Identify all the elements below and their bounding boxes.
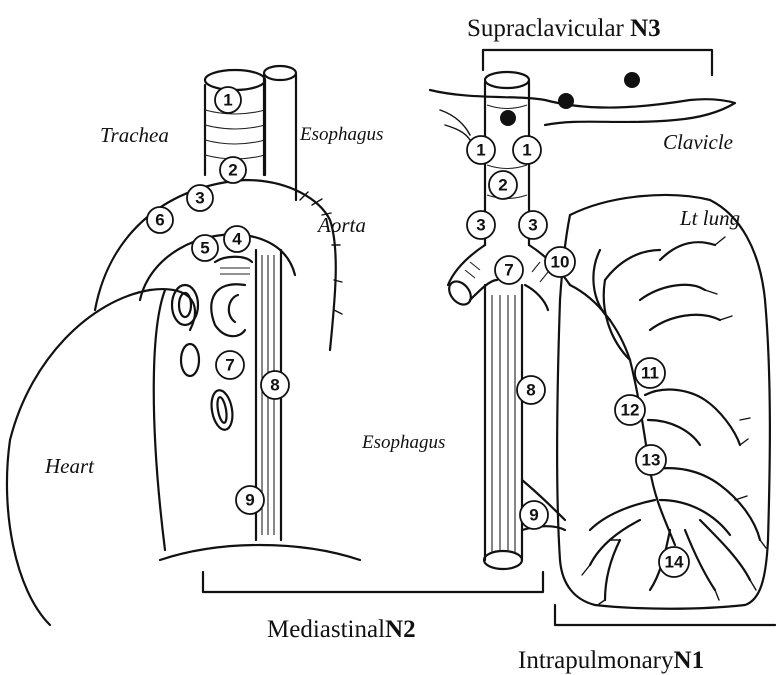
svg-text:1: 1 <box>476 141 485 160</box>
svg-text:3: 3 <box>476 216 485 235</box>
svg-text:8: 8 <box>526 381 535 400</box>
aorta-label: Aorta <box>316 213 366 237</box>
node-right-3b: 3 <box>519 211 547 239</box>
esophagus-right <box>484 285 522 569</box>
node-right-7: 7 <box>495 256 523 284</box>
node-right-14: 14 <box>659 547 689 577</box>
right-frontal-view: Supraclavicular N3 Clavicle Esophag <box>361 15 770 609</box>
svg-text:5: 5 <box>200 239 209 258</box>
intrapulmonary-label: IntrapulmonaryN1 <box>518 647 704 674</box>
heart-label: Heart <box>44 454 95 478</box>
clavicle-label: Clavicle <box>663 130 733 154</box>
node-left-4: 4 <box>224 226 250 252</box>
supraclavicular-label: Supraclavicular N3 <box>467 15 661 42</box>
node-left-7: 7 <box>216 351 244 379</box>
svg-text:10: 10 <box>551 253 570 272</box>
svg-text:1: 1 <box>223 91 232 110</box>
svg-text:12: 12 <box>621 401 640 420</box>
node-right-9: 9 <box>520 501 548 529</box>
node-left-9: 9 <box>236 486 264 514</box>
node-right-13: 13 <box>636 445 666 475</box>
node-left-1: 1 <box>215 87 241 113</box>
svg-text:11: 11 <box>641 364 659 383</box>
node-right-12: 12 <box>615 395 645 425</box>
node-right-3a: 3 <box>467 211 495 239</box>
svg-text:1: 1 <box>522 141 531 160</box>
mediastinal-label: MediastinalN2 <box>267 616 416 643</box>
diaphragm-outline <box>160 545 360 560</box>
svg-text:3: 3 <box>528 216 537 235</box>
svg-text:4: 4 <box>232 230 242 249</box>
node-right-2: 2 <box>489 171 517 199</box>
supraclavicular-dot <box>558 93 574 109</box>
svg-text:3: 3 <box>195 189 204 208</box>
left-lateral-view: Trachea Esophagus Aorta Heart 1 2 3 6 4 … <box>7 66 383 625</box>
node-right-1a: 1 <box>467 136 495 164</box>
node-right-8: 8 <box>517 376 545 404</box>
svg-text:8: 8 <box>270 376 279 395</box>
svg-text:13: 13 <box>642 451 661 470</box>
mediastinal-bracket <box>203 572 543 592</box>
trachea-label: Trachea <box>100 123 169 147</box>
esophagus-mid-label: Esophagus <box>361 432 445 453</box>
lt-lung-label: Lt lung <box>679 206 740 230</box>
node-left-6: 6 <box>147 207 173 233</box>
clavicle-outline <box>430 90 735 125</box>
supraclavicular-bracket <box>483 50 712 75</box>
node-right-1b: 1 <box>513 136 541 164</box>
svg-text:14: 14 <box>665 553 684 572</box>
node-left-3: 3 <box>187 185 213 211</box>
esophagus-top-label: Esophagus <box>299 124 383 145</box>
supraclavicular-dot <box>624 72 640 88</box>
svg-text:9: 9 <box>529 506 538 525</box>
node-left-2: 2 <box>220 157 246 183</box>
node-left-8: 8 <box>261 371 289 399</box>
svg-text:2: 2 <box>498 176 507 195</box>
node-right-11: 11 <box>635 358 665 388</box>
svg-text:9: 9 <box>245 491 254 510</box>
esophagus-left <box>256 66 296 540</box>
svg-text:7: 7 <box>225 356 234 375</box>
supraclavicular-dot <box>500 110 516 126</box>
svg-text:6: 6 <box>155 211 164 230</box>
node-left-5: 5 <box>192 235 218 261</box>
svg-text:2: 2 <box>228 161 237 180</box>
svg-text:7: 7 <box>504 261 513 280</box>
node-right-10: 10 <box>545 247 575 277</box>
